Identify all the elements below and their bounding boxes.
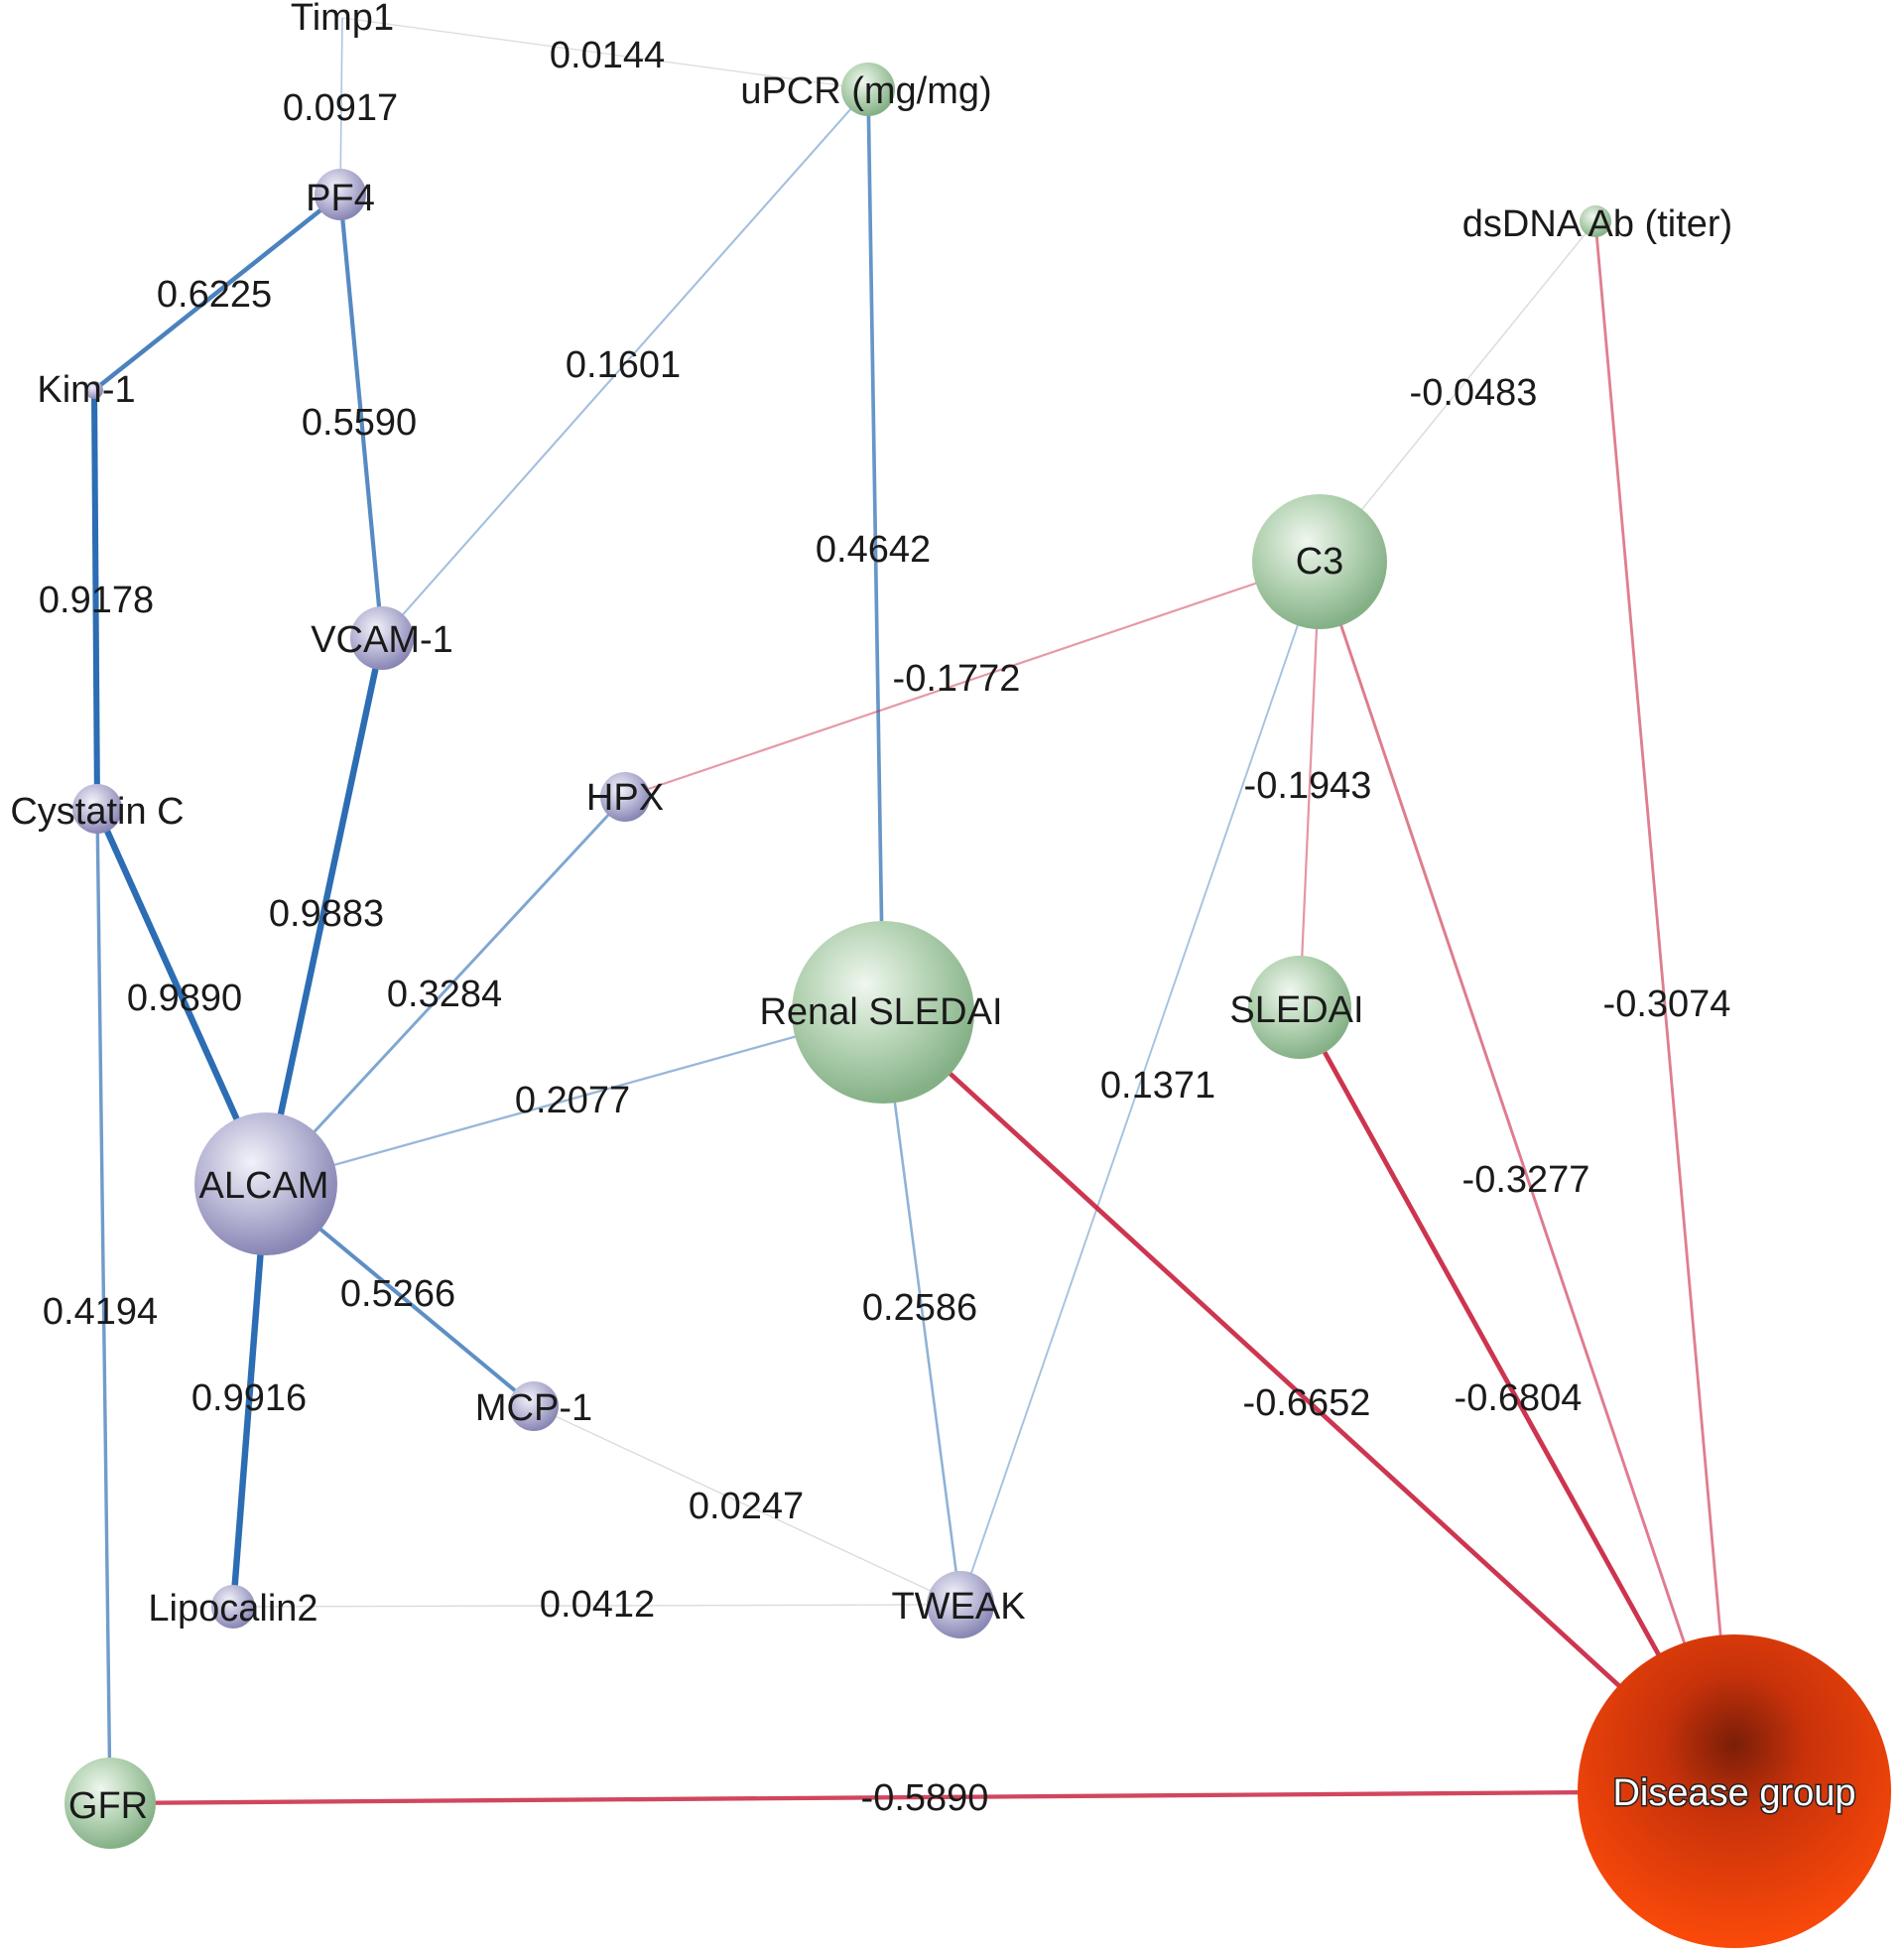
- node-label-pf4: PF4: [306, 178, 375, 219]
- node-alcam: [194, 1112, 337, 1255]
- edge-weight-label: 0.2077: [515, 1080, 630, 1121]
- edge-weight-label: 0.9178: [39, 580, 154, 621]
- node-mcp1: [509, 1381, 559, 1431]
- edge-dsdna-disease: [1593, 220, 1736, 1792]
- edge-weight-label: -0.3074: [1603, 983, 1731, 1025]
- edge-weight-label: 0.5266: [340, 1273, 455, 1315]
- edge-weight-label: 0.1371: [1100, 1065, 1215, 1107]
- node-label-cystatinc: Cystatin C: [10, 791, 184, 833]
- edge-upcr-vcam1: [381, 88, 869, 639]
- node-label-c3: C3: [1296, 541, 1344, 583]
- edge-c3-tweak: [959, 561, 1321, 1606]
- edge-weight-label: 0.0917: [283, 87, 398, 129]
- edge-labels-layer: 0.0144 0.0917 0.6225 0.5590 0.1601 0.4642 -0.0…: [39, 35, 1731, 1819]
- edge-weight-label: -0.1772: [893, 658, 1021, 700]
- node-label-sledai: SLEDAI: [1229, 989, 1363, 1031]
- node-label-mcp1: MCP-1: [475, 1387, 592, 1429]
- edge-weight-label: 0.3284: [387, 974, 502, 1015]
- edge-weight-label: -0.6652: [1243, 1382, 1371, 1424]
- node-pf4: [315, 169, 366, 220]
- edge-vcam1-alcam: [262, 637, 386, 1185]
- edge-timp1-pf4: [339, 17, 343, 196]
- edge-renalsledai-alcam: [265, 1010, 884, 1186]
- edge-renalsledai-tweak: [881, 1011, 962, 1606]
- edge-weight-label: -0.6804: [1455, 1377, 1583, 1419]
- edge-weight-label: 0.1601: [566, 344, 681, 386]
- edge-kim1-cystatinc: [90, 389, 101, 810]
- edge-mcp1-tweak: [533, 1405, 961, 1606]
- node-label-kim1: Kim-1: [37, 369, 135, 411]
- nodes-layer: [64, 63, 1891, 1948]
- edge-weight-label: -0.1943: [1244, 765, 1372, 807]
- node-gfr: [64, 1758, 156, 1849]
- node-label-tweak: TWEAK: [891, 1586, 1025, 1628]
- node-label-disease: Disease group: [1612, 1772, 1855, 1814]
- edge-weight-label: 0.0247: [689, 1486, 804, 1527]
- edge-weight-label: -0.5890: [861, 1777, 989, 1819]
- edge-c3-sledai: [1298, 561, 1322, 1008]
- node-upcr: [841, 63, 895, 116]
- node-label-dsdna: dsDNA Ab (titer): [1462, 203, 1732, 245]
- edge-weight-label: 0.0144: [550, 35, 665, 76]
- node-kim1: [85, 381, 103, 399]
- edge-renalsledai-disease: [881, 1010, 1736, 1793]
- node-label-upcr: uPCR (mg/mg): [740, 70, 991, 112]
- node-hpx: [600, 772, 650, 822]
- edge-pf4-kim1: [92, 193, 342, 392]
- node-sledai: [1248, 956, 1351, 1059]
- edge-gfr-disease: [109, 1788, 1735, 1806]
- edge-weight-label: 0.0412: [540, 1584, 655, 1626]
- edge-hpx-alcam: [264, 795, 627, 1186]
- edge-weight-label: 0.4194: [43, 1291, 158, 1333]
- edge-weight-label: 0.2586: [862, 1287, 977, 1329]
- node-label-gfr: GFR: [68, 1785, 148, 1827]
- edge-weight-label: 0.6225: [157, 274, 272, 316]
- edge-weight-label: 0.9890: [127, 978, 242, 1019]
- node-c3: [1252, 494, 1387, 629]
- edge-weight-label: 0.5590: [302, 402, 417, 444]
- node-lipocalin2: [211, 1585, 255, 1629]
- node-dsdna: [1580, 205, 1611, 237]
- node-label-timp1: Timp1: [291, 0, 394, 39]
- edge-pf4-vcam1: [337, 194, 385, 639]
- node-label-vcam1: VCAM-1: [311, 619, 453, 661]
- edge-weight-label: -0.0483: [1410, 372, 1538, 414]
- node-cystatinc: [72, 784, 122, 834]
- edge-c3-disease: [1318, 561, 1736, 1792]
- node-vcam1: [350, 606, 414, 670]
- node-label-renalsledai: Renal SLEDAI: [759, 991, 1002, 1033]
- edge-weight-label: -0.3277: [1462, 1159, 1590, 1201]
- edges-layer: [90, 17, 1737, 1806]
- node-renalsledai: [792, 921, 974, 1104]
- node-disease: [1578, 1634, 1891, 1948]
- edge-cystatinc-gfr: [95, 808, 112, 1804]
- node-label-hpx: HPX: [586, 777, 664, 819]
- edge-lipocalin2-tweak: [232, 1604, 961, 1608]
- edge-upcr-renalsledai: [866, 88, 885, 1013]
- edge-dsdna-c3: [1319, 220, 1596, 563]
- edge-weight-label: 0.9916: [191, 1377, 307, 1419]
- node-label-lipocalin2: Lipocalin2: [148, 1588, 317, 1630]
- node-tweak: [927, 1571, 994, 1638]
- node-label-alcam: ALCAM: [199, 1165, 329, 1207]
- edge-c3-hpx: [624, 560, 1321, 799]
- edge-weight-label: 0.4642: [816, 529, 931, 571]
- edge-weight-label: 0.9883: [269, 893, 384, 935]
- edge-timp1-upcr: [341, 17, 869, 90]
